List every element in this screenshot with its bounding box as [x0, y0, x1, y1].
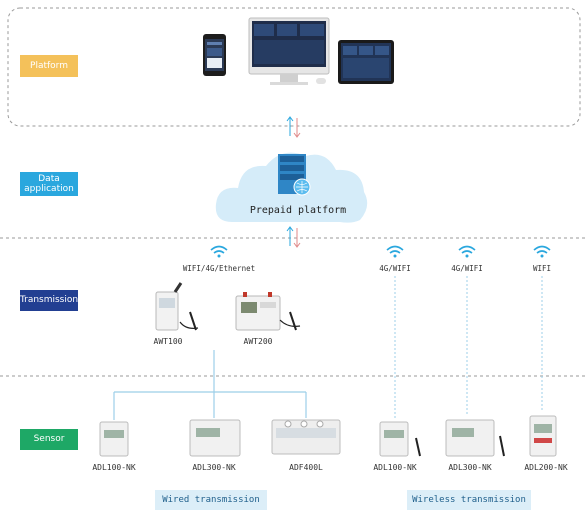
network-label-wireless-1: 4G/WIFI	[379, 264, 411, 273]
wifi-icon-1	[386, 245, 404, 258]
layer-label-platform: Platform	[20, 55, 78, 77]
layer-label-data-application: Data application	[20, 172, 78, 196]
wifi-icon-wired	[210, 245, 228, 258]
meter-label-adf400l: ADF400L	[289, 463, 323, 472]
adl200-meter	[529, 415, 557, 457]
gateway-label-awt100: AWT100	[153, 337, 183, 346]
meter-label-adl100-wired: ADL100-NK	[92, 463, 136, 472]
wireless-link-lines	[394, 276, 543, 418]
wifi-icon-2	[458, 245, 476, 258]
meter-label-adl300-wireless: ADL300-NK	[448, 463, 492, 472]
adl300-wired-meter	[189, 419, 241, 457]
meter-label-adl200: ADL200-NK	[524, 463, 568, 472]
desktop-monitor-icon	[248, 17, 330, 85]
wifi-icon-3	[533, 245, 551, 258]
meter-label-adl100-wireless: ADL100-NK	[373, 463, 417, 472]
uplink-arrows-top	[286, 116, 301, 138]
meter-label-adl300-wired: ADL300-NK	[192, 463, 236, 472]
adl300-wireless-meter	[445, 419, 505, 457]
layer-label-sensor: Sensor	[20, 429, 78, 450]
adl100-wired-meter	[99, 421, 129, 457]
platform-frame	[7, 7, 581, 127]
uplink-arrows-bottom	[286, 226, 301, 248]
network-label-wireless-2: 4G/WIFI	[451, 264, 483, 273]
adf400l-meter	[271, 419, 341, 455]
layer-label-transmission: Transmission	[20, 290, 78, 311]
tablet-icon	[338, 40, 394, 84]
cloud-label: Prepaid platform	[249, 205, 347, 216]
adl100-wireless-meter	[379, 421, 421, 457]
phone-icon	[203, 34, 226, 76]
network-label-wired: WIFI/4G/Ethernet	[182, 264, 256, 273]
legend-wired-transmission: Wired transmission	[155, 490, 267, 510]
legend-wireless-transmission: Wireless transmission	[407, 490, 531, 510]
server-icon	[278, 154, 311, 196]
awt200-device	[235, 292, 301, 331]
gateway-label-awt200: AWT200	[243, 337, 273, 346]
network-label-wireless-3: WIFI	[532, 264, 552, 273]
wired-link-lines	[113, 350, 307, 420]
awt100-device	[155, 282, 199, 331]
